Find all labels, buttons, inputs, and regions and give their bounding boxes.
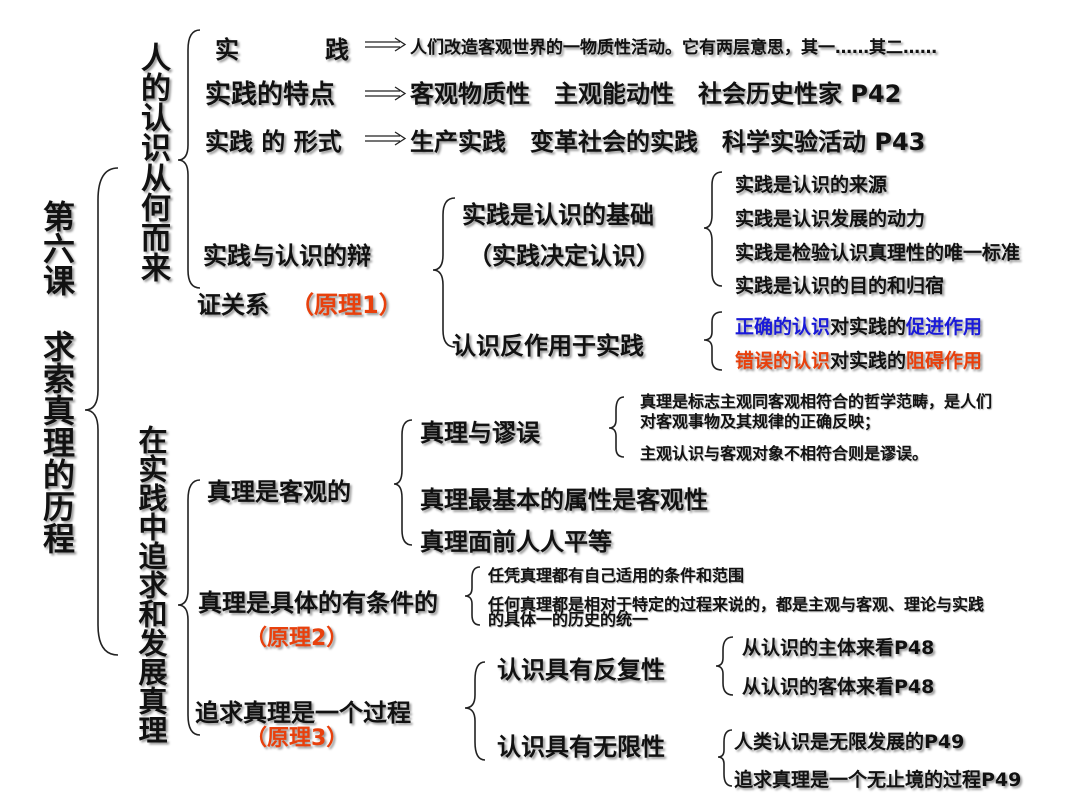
practice-label-b: 践 xyxy=(325,36,349,64)
brace-concrete xyxy=(464,566,481,626)
repeat-label: 认识具有反复性 xyxy=(497,656,665,684)
concrete-item: 任凭真理都有自己适用的条件和范围 xyxy=(488,566,745,585)
basis-label: 实践是认识的基础 xyxy=(462,201,654,229)
brace-relation xyxy=(432,197,456,348)
principle2: （原理2） xyxy=(245,626,349,651)
concrete-label: 真理是具体的有条件的 xyxy=(198,589,438,617)
brace-branch2 xyxy=(177,479,201,736)
lesson-title-part2: 求索真理的历程 xyxy=(38,330,76,554)
process-label: 追求真理是一个过程 xyxy=(195,699,411,727)
concrete-item: 的具体一的历史的统一 xyxy=(488,610,649,629)
relation-line2: 证关系 xyxy=(197,291,269,319)
brace-infinite xyxy=(717,729,733,787)
reaction-label: 认识反作用于实践 xyxy=(452,332,644,360)
brace-process xyxy=(464,661,486,761)
lesson-title-part1: 第六课 xyxy=(38,200,76,296)
branch1-title: 人的认识从何而来 xyxy=(135,42,170,282)
infinite-item: 追求真理是一个无止境的过程P49 xyxy=(734,769,1022,791)
repeat-item: 从认识的主体来看P48 xyxy=(742,637,935,659)
features-label: 实践的特点 xyxy=(205,80,336,110)
truth-error-item: 主观认识与客观对象不相符合则是谬误。 xyxy=(640,444,929,463)
brace-objective xyxy=(393,419,413,546)
brace-reaction xyxy=(703,311,723,371)
truth-error-item: 对客观事物及其规律的正确反映； xyxy=(640,412,881,431)
wrong-effect: 错误的认识对实践的阻碍作用 xyxy=(735,350,983,372)
objective-label: 真理是客观的 xyxy=(207,478,351,506)
correct-effect: 正确的认识对实践的促进作用 xyxy=(735,316,983,338)
objective-equal: 真理面前人人平等 xyxy=(420,528,612,556)
infinite-item: 人类认识是无限发展的P49 xyxy=(734,731,965,753)
concrete-item: 任何真理都是相对于特定的过程来说的，都是主观与客观、理论与实践 xyxy=(488,595,985,614)
brace-repeat xyxy=(715,636,734,696)
brace-branch1 xyxy=(177,29,201,289)
forms-items: 生产实践 变革社会的实践 科学实验活动 P43 xyxy=(410,128,926,156)
forms-label: 实践 的 形式 xyxy=(205,128,342,156)
basis-item: 实践是检验认识真理性的唯一标准 xyxy=(735,242,1021,264)
principle1: （原理1） xyxy=(290,291,403,319)
truth-error-item: 真理是标志主观同客观相符合的哲学范畴，是人们 xyxy=(640,392,993,411)
relation-line1: 实践与认识的辩 xyxy=(203,242,371,270)
basis-item: 实践是认识发展的动力 xyxy=(735,208,926,230)
main-brace xyxy=(84,167,119,656)
basis-item: 实践是认识的目的和归宿 xyxy=(735,275,945,297)
practice-definition: 人们改造客观世界的一物质性活动。它有两层意思，其一……其二…… xyxy=(410,38,937,58)
branch2-title: 在实践中追求和发展真理 xyxy=(134,425,168,744)
features-items: 客观物质性 主观能动性 社会历史性家 P42 xyxy=(410,80,902,108)
brace-truth-error xyxy=(608,396,625,458)
arrow-icons xyxy=(365,37,407,146)
infinite-label: 认识具有无限性 xyxy=(497,733,665,761)
repeat-item: 从认识的客体来看P48 xyxy=(742,676,935,698)
practice-label-a: 实 xyxy=(215,36,239,64)
brace-basis xyxy=(703,171,723,287)
truth-error-label: 真理与谬误 xyxy=(420,419,540,447)
principle3: （原理3） xyxy=(245,726,349,751)
basis-sub: （实践决定认识） xyxy=(468,242,660,270)
basis-item: 实践是认识的来源 xyxy=(735,174,888,196)
objective-basic: 真理最基本的属性是客观性 xyxy=(420,486,708,514)
